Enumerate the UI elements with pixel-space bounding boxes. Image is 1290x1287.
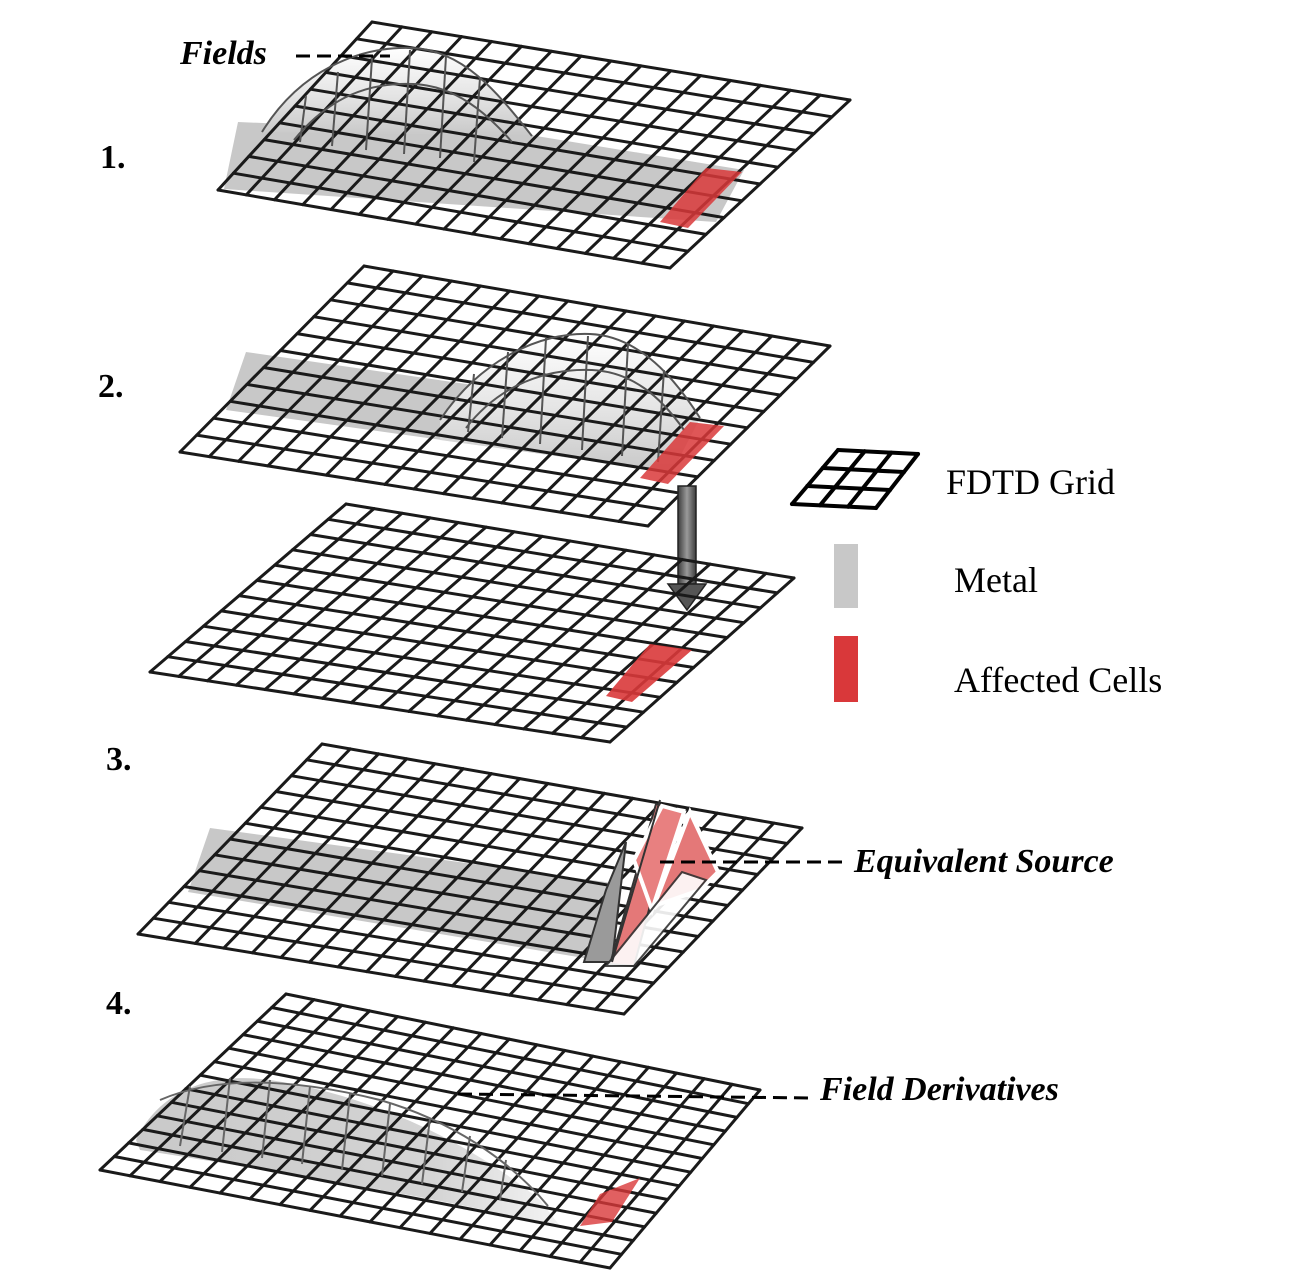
- layer-1: [216, 20, 852, 270]
- legend-affected-label: Affected Cells: [954, 660, 1162, 700]
- layer-3: [136, 742, 804, 1016]
- bump-ribs-1: [261, 46, 533, 163]
- legend-metal-label: Metal: [954, 560, 1038, 600]
- fields-label: Fields: [179, 35, 267, 72]
- field-derivatives-label: Field Derivatives: [819, 1071, 1059, 1108]
- callout-fields: Fields: [179, 35, 390, 72]
- affected-cells-1: [660, 168, 742, 228]
- fdtd-grid-4: [98, 992, 762, 1270]
- equivalent-source-label: Equivalent Source: [853, 843, 1114, 880]
- fdtd-grid-2: [178, 264, 832, 528]
- step-label-2: 2.: [98, 368, 124, 405]
- metal-strip-3: [188, 828, 620, 960]
- step-label-1: 1.: [100, 139, 126, 176]
- affected-cells-4: [580, 1178, 640, 1226]
- layer-4: [98, 992, 762, 1270]
- callout-equivalent-source: Equivalent Source: [660, 843, 1114, 880]
- step-label-4: 4.: [106, 985, 132, 1022]
- layer-2: [178, 264, 832, 528]
- derivative-ribs-4: [159, 1077, 549, 1207]
- legend-metal-swatch: [834, 544, 858, 608]
- callout-field-derivatives: Field Derivatives: [457, 1071, 1059, 1108]
- layer-plain-grid: [148, 502, 796, 744]
- legend: FDTD Grid Metal Affected Cells: [790, 448, 1162, 702]
- step-label-3: 3.: [106, 741, 132, 778]
- equivalent-source: [582, 799, 721, 968]
- affected-cells-2: [640, 422, 724, 484]
- down-arrow: [666, 485, 708, 612]
- fdtd-grid-plain: [148, 502, 796, 744]
- legend-grid-icon: [790, 448, 920, 510]
- legend-affected-swatch: [834, 636, 858, 702]
- affected-cells-plain: [606, 644, 692, 702]
- metal-strip-1: [224, 122, 744, 222]
- bump-ribs-2: [439, 332, 701, 463]
- legend-grid-label: FDTD Grid: [946, 462, 1115, 502]
- fdtd-grid-1: [216, 20, 852, 270]
